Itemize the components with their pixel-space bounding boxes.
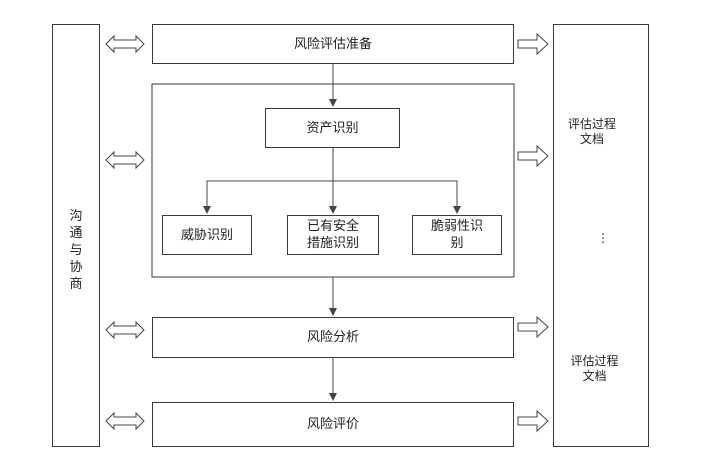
step-threat-identification: 威胁识别 (162, 215, 252, 255)
right-arrow-row-3 (517, 315, 549, 339)
right-arrow-row-4 (517, 409, 549, 433)
step-vulnerability-identification: 脆弱性识 别 (412, 215, 502, 255)
arrow-to-threat (203, 180, 333, 214)
double-arrow-row-2 (105, 150, 145, 170)
step-threat-identification-label: 威胁识别 (180, 227, 233, 243)
process-document-label-top: 评估过程 文档 (567, 117, 616, 146)
step-risk-analysis-label: 风险分析 (306, 330, 359, 345)
communication-label-char-1: 沟 (69, 209, 83, 224)
communication-label-char-2: 通 (69, 226, 83, 241)
communication-label-char-3: 与 (69, 243, 83, 258)
double-arrow-row-3 (105, 320, 145, 340)
process-document-label-bottom: 评估过程 文档 (570, 354, 619, 383)
step-risk-evaluation: 风险评价 (152, 402, 514, 447)
arrow-to-vulnerability (333, 180, 461, 214)
communication-label-char-5: 商 (69, 277, 83, 292)
communication-panel: 沟 通 与 协 商 (52, 24, 100, 447)
step-risk-assessment-preparation: 风险评估准备 (152, 24, 514, 64)
step-existing-measures-identification: 已有安全 措施识别 (287, 215, 379, 255)
right-arrow-row-1 (517, 32, 549, 56)
double-arrow-row-4 (105, 411, 145, 431)
communication-label-char-4: 协 (69, 260, 83, 275)
step-risk-analysis: 风险分析 (152, 317, 514, 358)
more-documents-ellipsis: ⋮ (597, 231, 609, 245)
step-vulnerability-identification-label: 脆弱性识 别 (430, 219, 483, 251)
communication-label: 沟 通 与 协 商 (53, 208, 99, 293)
right-arrow-row-2 (517, 144, 549, 168)
step-existing-measures-identification-label: 已有安全 措施识别 (306, 219, 359, 251)
documentation-panel (553, 24, 649, 447)
double-arrow-row-1 (105, 34, 145, 54)
step-risk-assessment-preparation-label: 风险评估准备 (293, 36, 372, 52)
step-asset-identification: 资产识别 (265, 108, 400, 148)
step-risk-evaluation-label: 风险评价 (306, 417, 359, 432)
step-asset-identification-label: 资产识别 (306, 120, 359, 136)
